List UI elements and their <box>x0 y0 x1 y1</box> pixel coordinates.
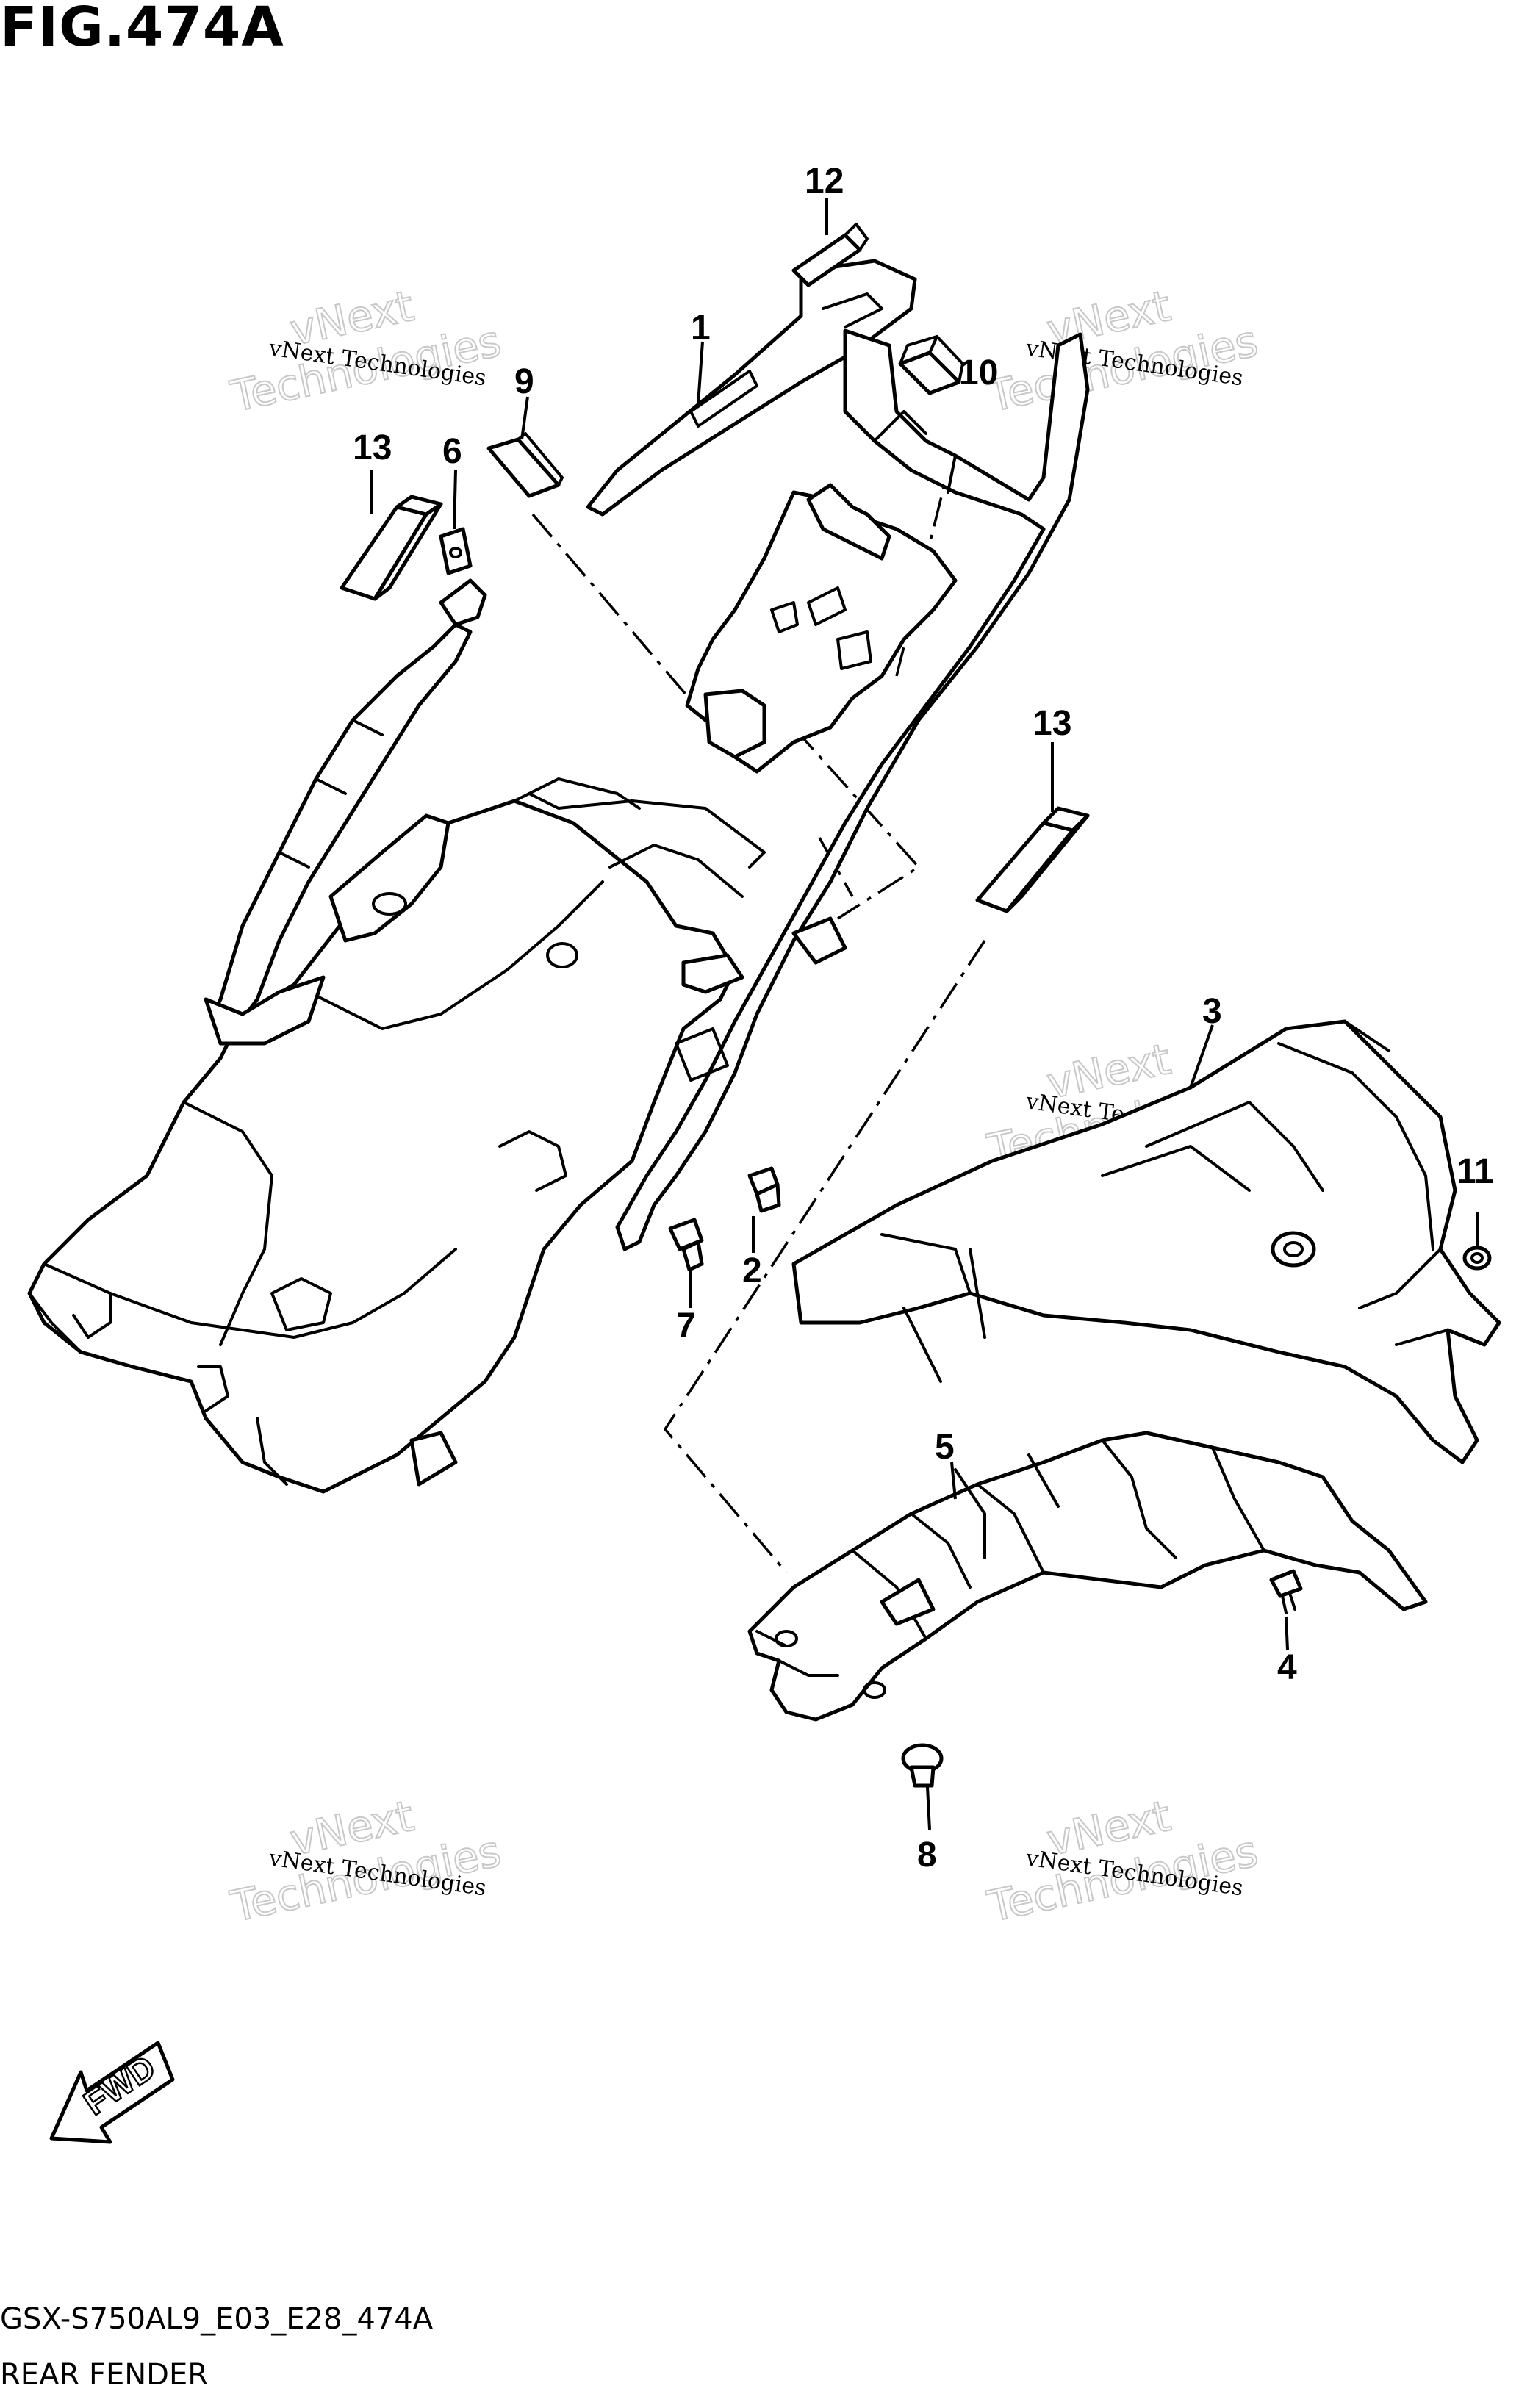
cushion-part-10 <box>898 335 964 395</box>
rear-fender-main-body <box>27 777 737 1494</box>
rear-fender-lower-rail <box>528 792 847 1082</box>
callout-9: 9 <box>514 362 534 401</box>
callout-2: 2 <box>742 1251 762 1290</box>
callout-7: 7 <box>676 1307 696 1345</box>
callout-5: 5 <box>935 1428 955 1467</box>
callout-10: 10 <box>959 353 998 392</box>
callout-3: 3 <box>1202 992 1222 1031</box>
callout-13-right: 13 <box>1033 704 1071 743</box>
seat-lock-bracket <box>685 483 958 774</box>
rivet-part-8 <box>901 1743 944 1788</box>
rear-fender-cover <box>791 1019 1501 1464</box>
bolt-part-2 <box>747 1166 781 1213</box>
grommet-part-11 <box>1462 1246 1492 1271</box>
callout-1: 1 <box>691 309 711 348</box>
rear-fender-left-rail <box>204 578 487 1046</box>
callout-13-left: 13 <box>353 428 392 467</box>
callout-8: 8 <box>917 1836 937 1875</box>
watermark-top-right: Technologies vNext vNext Technologies <box>983 280 1263 423</box>
cushion-part-12 <box>791 223 869 287</box>
figure-title: FIG.474A <box>0 0 284 59</box>
model-code: GSX-S750AL9_E03_E28_474A <box>0 2302 434 2336</box>
section-name: REAR FENDER <box>0 2358 209 2392</box>
screw-part-7 <box>668 1218 704 1272</box>
rear-fender-upper-panel <box>586 259 1090 1251</box>
tail-light-bracket <box>747 1431 1428 1722</box>
callout-12: 12 <box>805 162 844 201</box>
sponge-part-13-left <box>340 495 443 601</box>
callout-4: 4 <box>1277 1648 1297 1687</box>
cushion-part-9 <box>486 432 564 498</box>
leader-lines <box>370 198 1479 1830</box>
nut-part-6 <box>439 527 473 575</box>
forward-direction-arrow: FWD <box>49 2041 175 2144</box>
watermark-bottom-right: Technologies vNext vNext Technologies <box>983 1790 1263 1933</box>
callout-6: 6 <box>442 432 462 471</box>
screw-part-4 <box>1269 1569 1303 1614</box>
sponge-part-13-right <box>975 806 1090 913</box>
callout-11: 11 <box>1457 1152 1494 1191</box>
watermark-top-left: Technologies vNext vNext Technologies <box>226 280 506 423</box>
watermark-bottom-left: Technologies vNext vNext Technologies <box>226 1790 506 1933</box>
